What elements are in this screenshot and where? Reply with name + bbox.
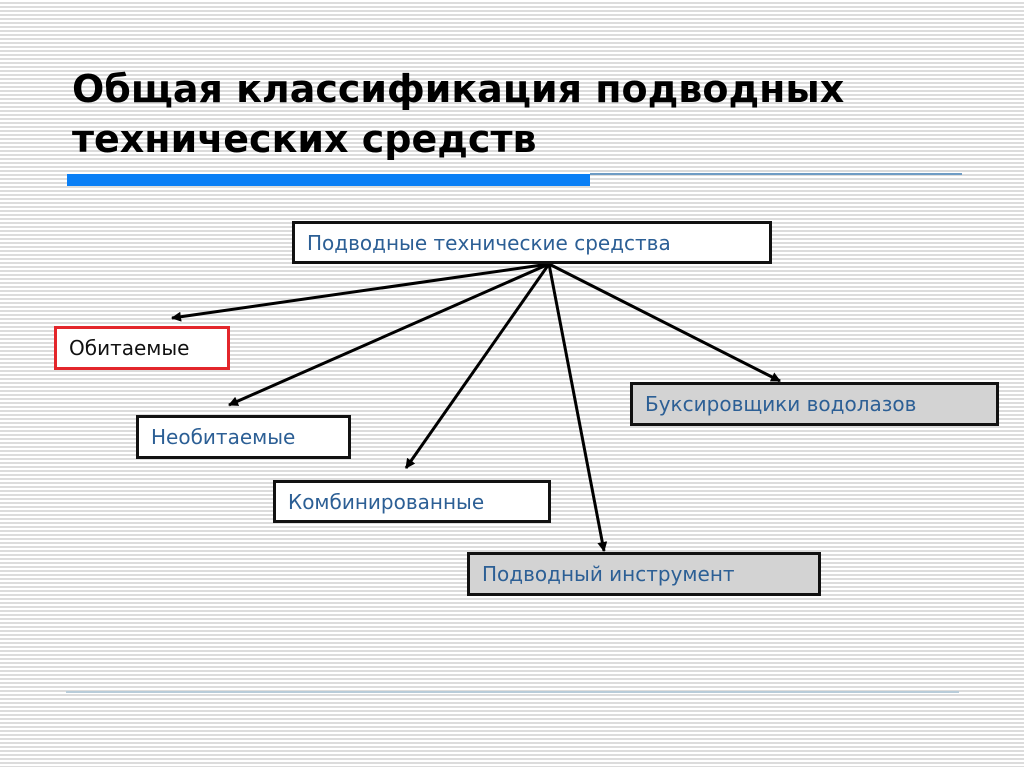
- node-label: Обитаемые: [69, 336, 190, 360]
- slide-title-line-2: технических средств: [72, 117, 537, 161]
- title-accent-line: [590, 173, 962, 175]
- arrow-to-underwater-tool: [547, 263, 608, 552]
- node-uninhabited: Необитаемые: [136, 415, 351, 459]
- node-diver-propulsion: Буксировщики водолазов: [630, 382, 999, 426]
- node-label: Подводные технические средства: [307, 230, 671, 255]
- slide-title: Общая классификация подводных технически…: [72, 64, 972, 164]
- title-accent-bar: [67, 174, 590, 186]
- node-combined: Комбинированные: [273, 480, 551, 523]
- node-label: Подводный инструмент: [482, 562, 735, 586]
- node-root-underwater-technical-means: Подводные технические средства: [292, 221, 772, 264]
- node-underwater-tool: Подводный инструмент: [467, 552, 821, 596]
- node-label: Комбинированные: [288, 489, 485, 514]
- slide-title-line-1: Общая классификация подводных: [72, 67, 845, 111]
- arrow-to-uninhabited: [228, 262, 550, 407]
- arrow-to-inhabited: [171, 262, 550, 322]
- arrow-to-combined: [404, 263, 551, 469]
- node-label: Буксировщики водолазов: [645, 392, 917, 416]
- node-inhabited: Обитаемые: [54, 326, 230, 370]
- footer-divider: [66, 691, 959, 693]
- arrow-to-diver-propulsion: [548, 262, 781, 383]
- node-label: Необитаемые: [151, 425, 296, 449]
